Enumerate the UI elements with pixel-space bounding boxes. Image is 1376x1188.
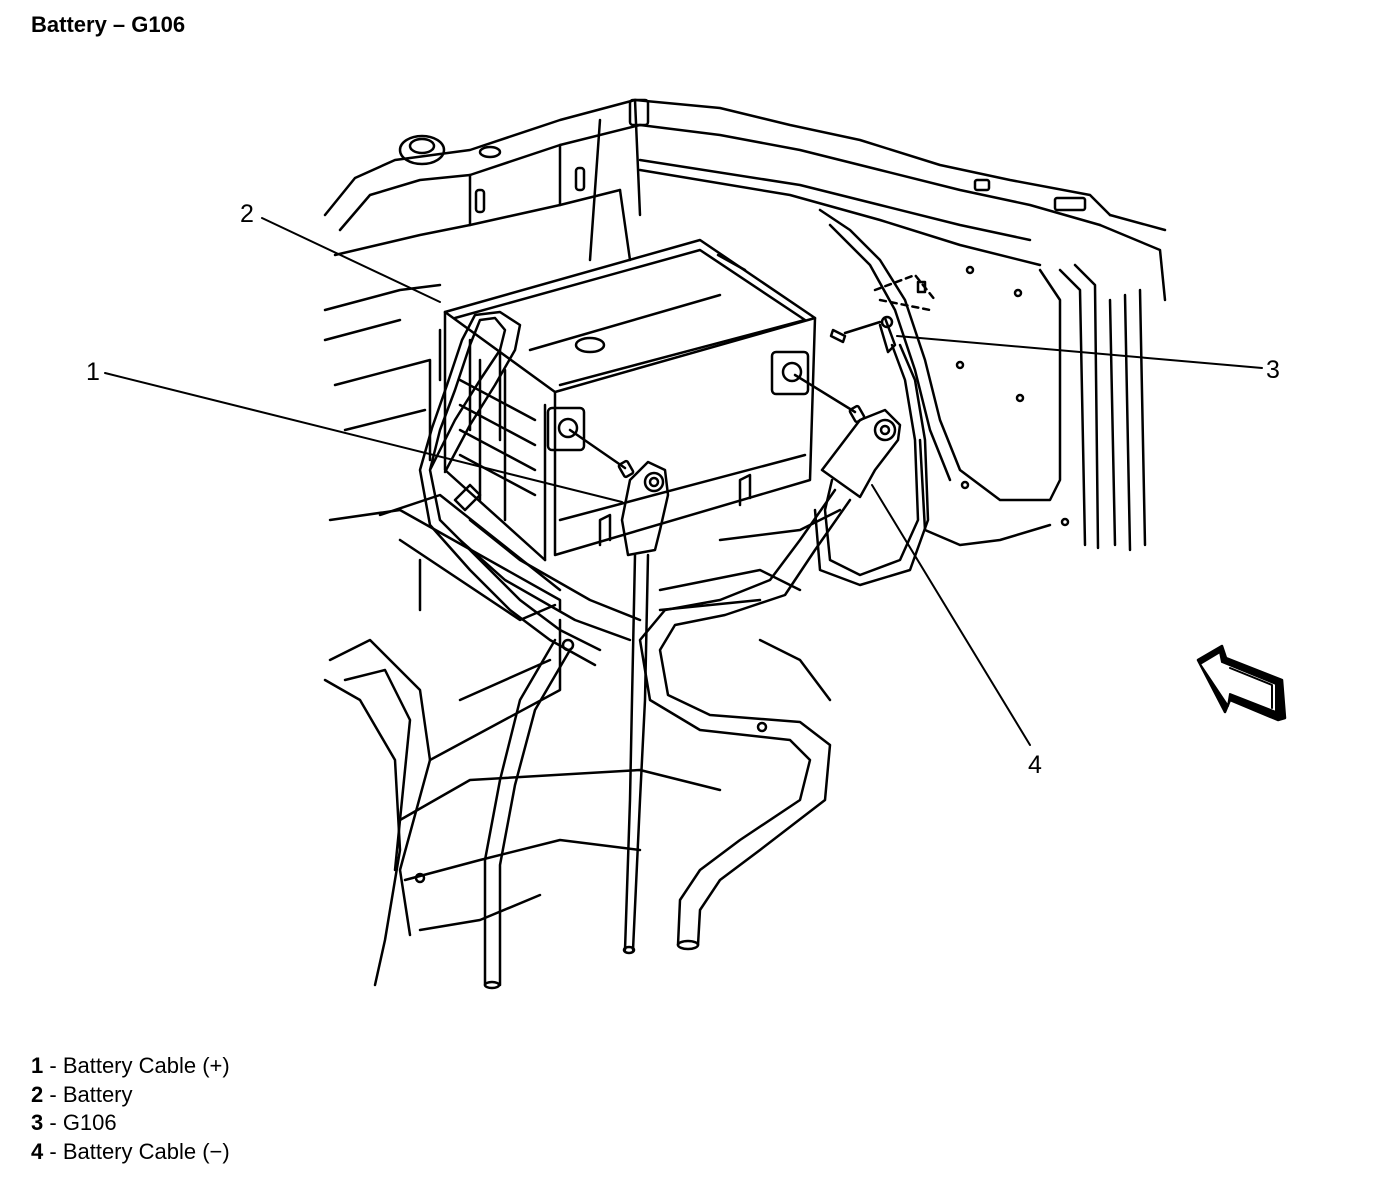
- callout-leaders: [104, 217, 1263, 746]
- callout-2: 2: [240, 200, 254, 228]
- view-direction-arrow-icon: [1196, 644, 1287, 722]
- legend-text: G106: [62, 1110, 117, 1135]
- battery-cable-negative: [638, 373, 902, 951]
- legend-item: 4 - Battery Cable (−): [31, 1138, 230, 1167]
- legend-item: 2 - Battery: [31, 1081, 230, 1110]
- legend-separator: -: [43, 1053, 63, 1078]
- legend-text: Battery Cable (+): [62, 1053, 230, 1078]
- callout-4: 4: [1028, 751, 1042, 779]
- legend-text: Battery: [62, 1081, 133, 1107]
- g106-ground: [813, 315, 930, 587]
- legend-number: 3: [31, 1110, 44, 1135]
- radiator-support-frame: [323, 98, 1167, 302]
- battery-tray: [323, 283, 842, 937]
- legend-item: 3 - G106: [31, 1109, 230, 1138]
- callout-3: 3: [1266, 356, 1280, 384]
- legend-number: 2: [31, 1081, 44, 1107]
- legend-number: 1: [31, 1053, 44, 1078]
- legend: 1 - Battery Cable (+) 2 - Battery 3 - G1…: [31, 1052, 230, 1166]
- legend-separator: -: [43, 1138, 63, 1164]
- diagram-title: Battery – G106: [31, 12, 186, 37]
- legend-separator: -: [43, 1081, 63, 1107]
- legend-text: Battery Cable (−): [62, 1138, 230, 1164]
- legend-item: 1 - Battery Cable (+): [31, 1052, 230, 1081]
- wiring-harness: [323, 310, 642, 990]
- legend-number: 4: [31, 1138, 44, 1164]
- battery-cable-positive: [568, 428, 670, 955]
- legend-separator: -: [43, 1110, 63, 1135]
- callout-1: 1: [86, 358, 100, 386]
- inner-fender-panel: [818, 208, 1147, 552]
- battery: [443, 238, 817, 562]
